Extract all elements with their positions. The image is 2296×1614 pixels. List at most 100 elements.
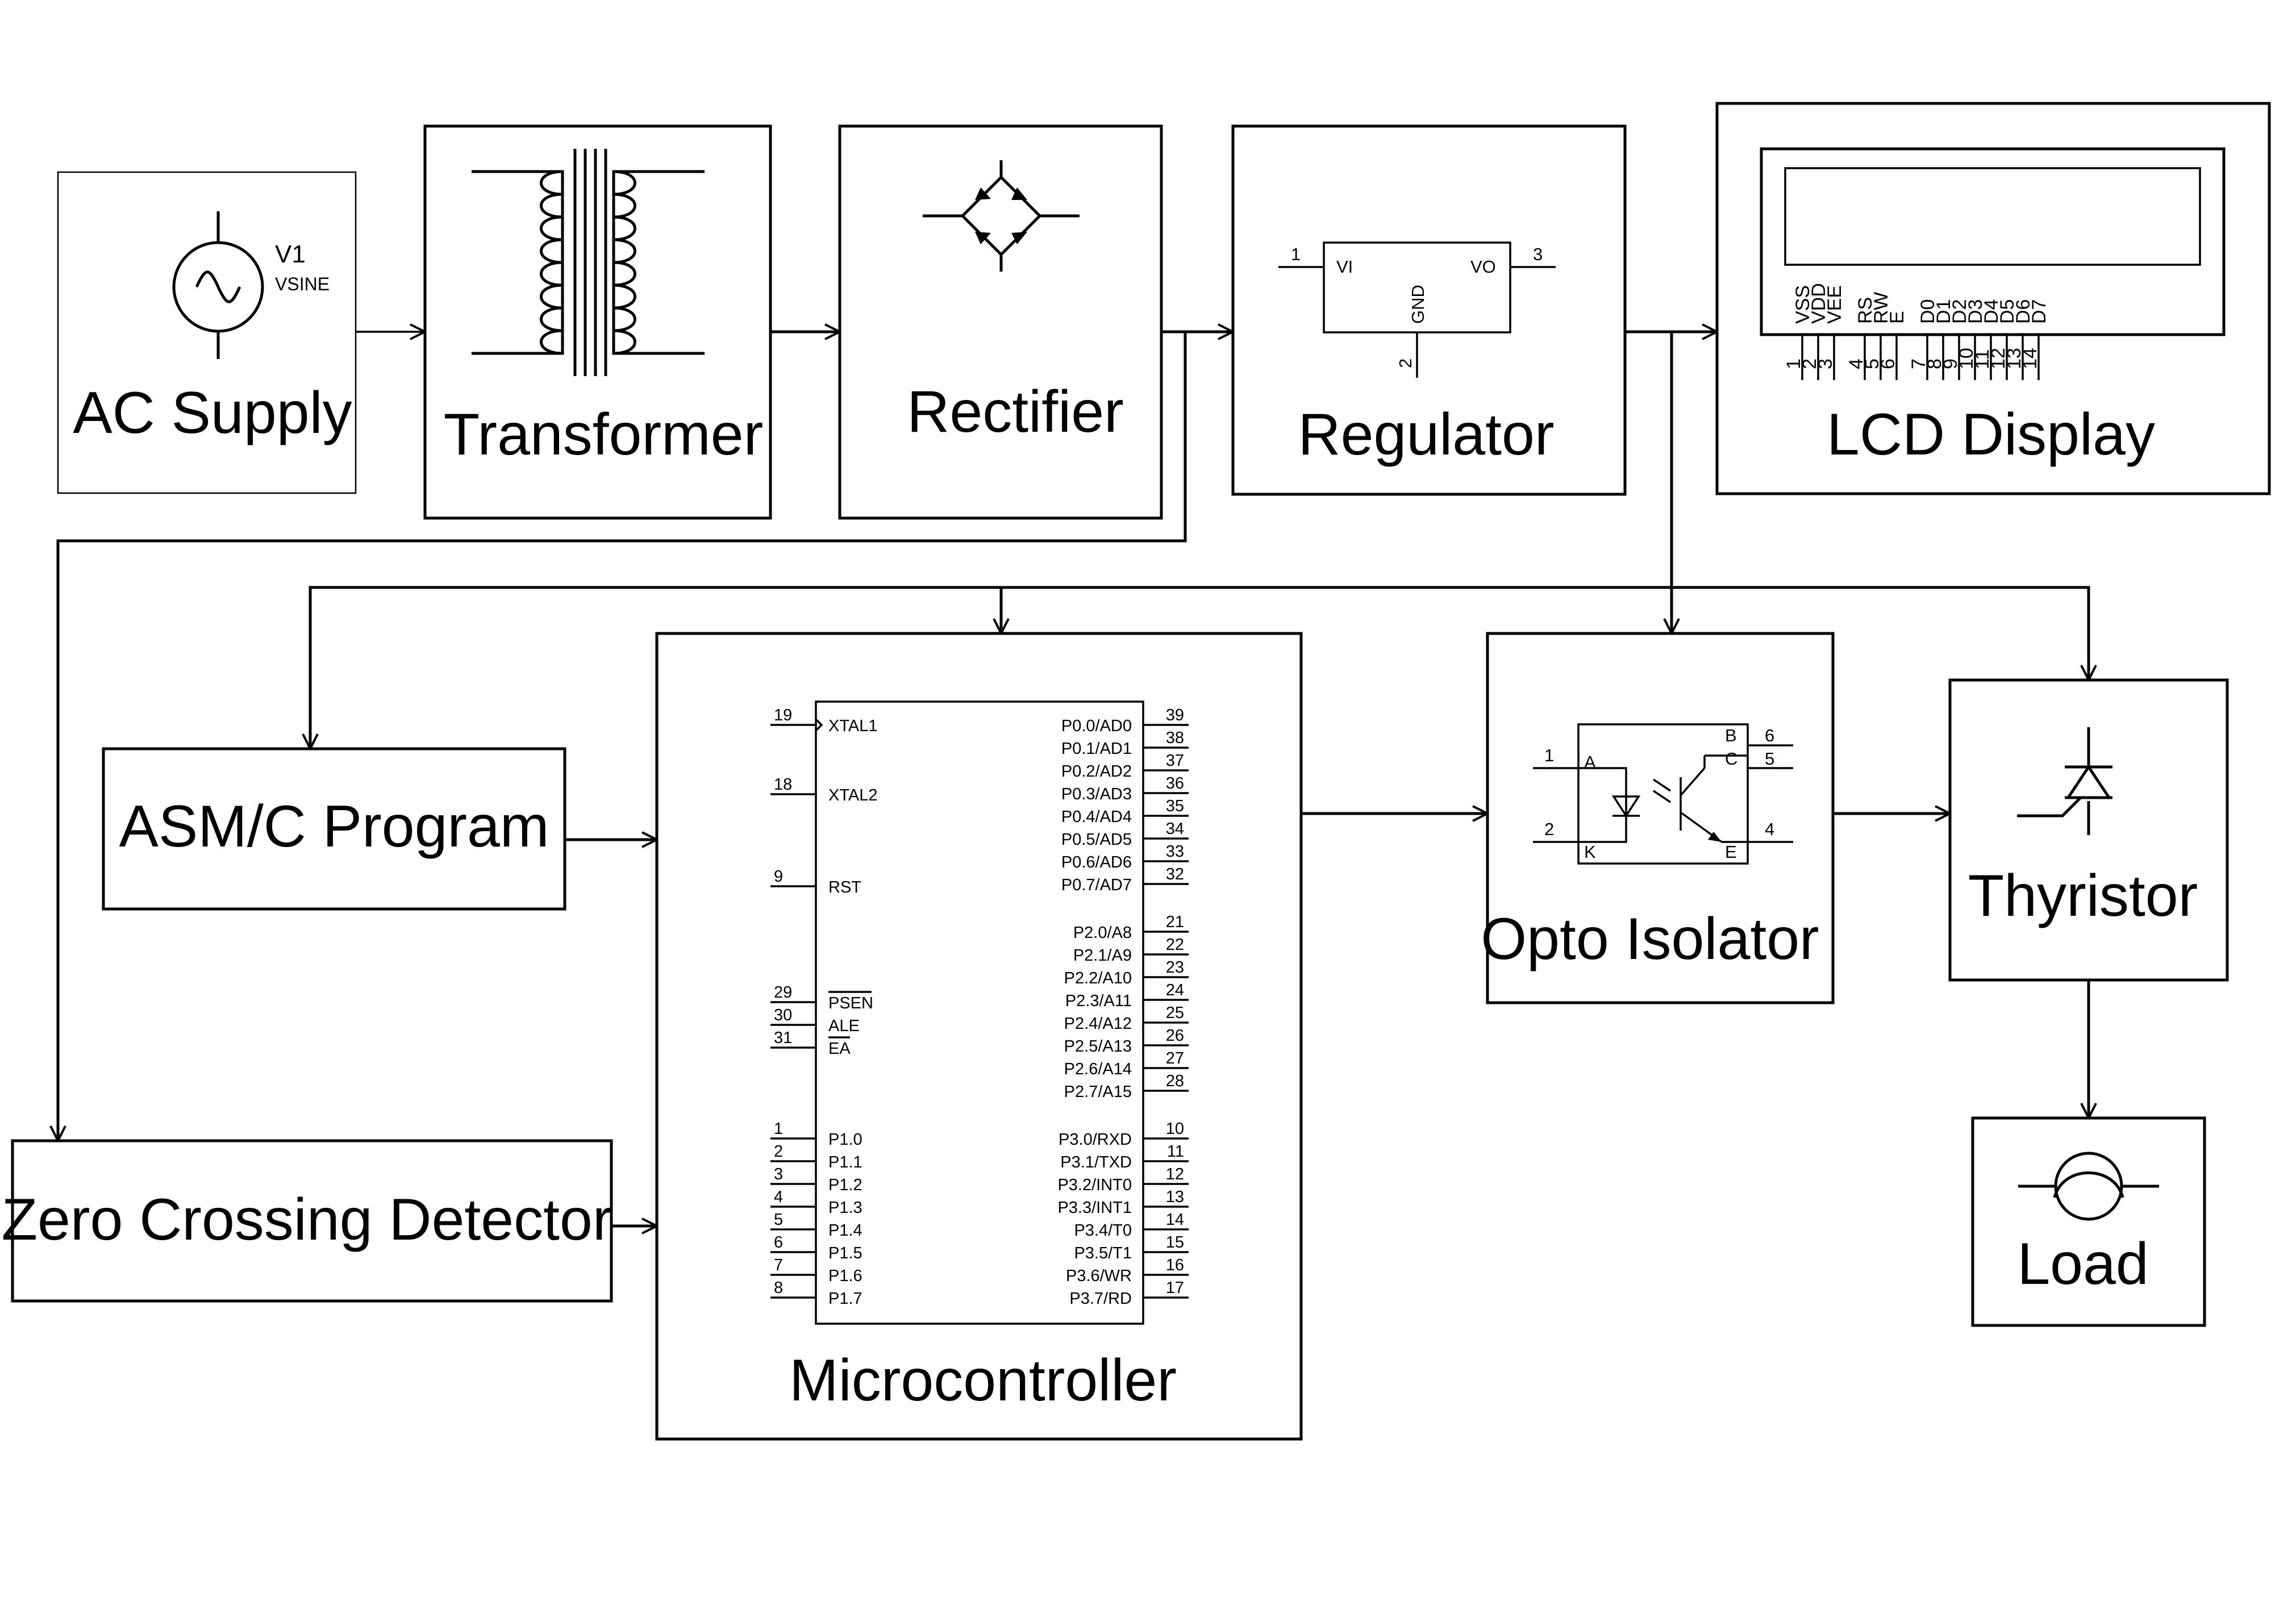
- mcu-left-pin-name: P1.3: [828, 1199, 862, 1217]
- lcd-pin-name: D5: [1997, 299, 2018, 324]
- mcu-left-pin-num: 29: [774, 983, 792, 1002]
- lamp-icon: [2018, 1152, 2159, 1221]
- lcd-pin-name: RS: [1855, 297, 1876, 324]
- lcd-pin-num: 3: [1815, 358, 1836, 369]
- lcd-pin-num: 2: [1799, 358, 1820, 369]
- load-label: Load: [2017, 1231, 2148, 1297]
- mcu-right-pin-num: 25: [1166, 1004, 1184, 1022]
- lcd-pin-num: 8: [1924, 358, 1945, 369]
- regulator-block: 1 VI 3 VO GND 2 Regulator: [1231, 124, 1627, 496]
- mcu-left-pin-num: 19: [774, 706, 792, 724]
- thyristor-block: Thyristor: [1948, 678, 2229, 982]
- mcu-right-pin-name: P3.1/TXD: [1060, 1153, 1132, 1171]
- mcu-right-pin-name: P2.1/A9: [1073, 946, 1132, 965]
- mcu-left-pin-num: 6: [774, 1233, 783, 1252]
- mcu-right-pin-name: P3.5/T1: [1074, 1244, 1132, 1262]
- mcu-right-pin-num: 36: [1166, 774, 1184, 793]
- load-block: Load: [1971, 1116, 2206, 1327]
- mcu-right-pin-num: 10: [1166, 1120, 1184, 1138]
- mcu-left-pin-num: 9: [774, 868, 783, 886]
- mcu-right-pin-num: 15: [1166, 1233, 1184, 1252]
- mcu-right-pin-name: P3.3/INT1: [1057, 1199, 1132, 1217]
- mcu-left-pin-num: 30: [774, 1006, 792, 1024]
- mcu-right-pin-name: P0.4/AD4: [1061, 808, 1132, 826]
- mcu-left-pin-num: 3: [774, 1165, 783, 1183]
- mcu-right-pin-name: P2.2/A10: [1064, 969, 1132, 987]
- mcu-right-pin-num: 24: [1166, 981, 1184, 999]
- lcd-pin-name: D6: [2012, 299, 2034, 324]
- mcu-right-pin-name: P0.7/AD7: [1061, 876, 1132, 894]
- lcd-label: LCD Display: [1827, 402, 2155, 468]
- mcu-left-pin-name: PSEN: [828, 994, 873, 1012]
- mcu-left-pin-name: RST: [828, 878, 861, 896]
- opto-isolator-label: Opto Isolator: [1481, 906, 1819, 972]
- mcu-left-pin-name: EA: [828, 1040, 851, 1058]
- mcu-right-pin-name: P2.4/A12: [1064, 1015, 1132, 1033]
- mcu-left-pin-name: XTAL1: [828, 717, 878, 735]
- ac-supply-label: AC Supply: [73, 380, 352, 446]
- lcd-pin-name: E: [1886, 311, 1908, 324]
- mcu-right-pin-num: 35: [1166, 797, 1184, 815]
- lcd-pin-name: D4: [1981, 299, 2002, 324]
- regulator-box: [1231, 124, 1627, 496]
- mcu-right-pin-name: P2.5/A13: [1064, 1037, 1132, 1056]
- mcu-right-pin-num: 16: [1166, 1256, 1184, 1274]
- microcontroller-box: [655, 632, 1303, 1441]
- mcu-right-pin-num: 38: [1166, 729, 1184, 747]
- zero-crossing-block: Zero Crossing Detector: [1, 1139, 613, 1303]
- connectors: [58, 332, 2089, 1226]
- asm-program-block: ASM/C Program: [102, 747, 566, 911]
- lcd-screen: [1784, 167, 2201, 266]
- mcu-right-pin-name: P3.2/INT0: [1057, 1176, 1132, 1194]
- lcd-pin-row: VSS1VDD2VEE3RS4RW5E6D07D18D29D310D411D51…: [1783, 283, 2050, 380]
- lcd-pin-name: VSS: [1792, 285, 1814, 324]
- lcd-pin-num: 11: [1972, 349, 1993, 369]
- lcd-pin-num: 1: [1783, 358, 1805, 369]
- opto-pin-b-name: B: [1725, 725, 1737, 745]
- zero-crossing-box: [11, 1139, 613, 1303]
- lcd-pin-num: 6: [1877, 358, 1899, 369]
- opto-pin-a-name: A: [1584, 752, 1596, 772]
- lcd-block: VSS1VDD2VEE3RS4RW5E6D07D18D29D310D411D51…: [1715, 102, 2271, 495]
- opto-pin-a-num: 1: [1544, 745, 1554, 765]
- mcu-right-pin-num: 28: [1166, 1072, 1184, 1090]
- transformer-label: Transformer: [444, 402, 763, 468]
- mcu-ic-body: [815, 700, 1144, 1325]
- opto-pin-k-num: 2: [1544, 819, 1554, 839]
- mcu-left-pin-name: P1.6: [828, 1267, 862, 1285]
- mcu-right-pin-num: 21: [1166, 913, 1184, 931]
- mcu-right-pin-name: P0.5/AD5: [1061, 831, 1132, 849]
- arrow-rectifier-to-zero-crossing: [58, 332, 1187, 1141]
- mcu-right-pin-num: 23: [1166, 958, 1184, 977]
- lcd-pin-name: D7: [2028, 299, 2050, 324]
- lcd-pin-num: 10: [1956, 348, 1977, 369]
- regulator-pin-out-name: VO: [1470, 257, 1496, 277]
- thyristor-label: Thyristor: [1968, 863, 2198, 929]
- lcd-pin-name: VEE: [1824, 285, 1845, 324]
- opto-internal-icon: [1533, 744, 1793, 843]
- mcu-left-pins: 19XTAL118XTAL29RST29PSEN30ALE31EA1P1.02P…: [770, 706, 878, 1308]
- opto-pin-e-name: E: [1725, 842, 1737, 862]
- mcu-right-pin-num: 26: [1166, 1027, 1184, 1045]
- mcu-left-pin-name: XTAL2: [828, 786, 878, 804]
- regulator-pin-in-name: VI: [1336, 257, 1353, 277]
- lcd-pin-num: 7: [1908, 358, 1930, 369]
- mcu-left-pin-num: 1: [774, 1120, 783, 1138]
- zero-crossing-label: Zero Crossing Detector: [1, 1187, 612, 1253]
- transformer-box: [423, 124, 772, 520]
- lcd-module: [1760, 147, 2226, 336]
- mcu-right-pin-num: 13: [1166, 1188, 1184, 1206]
- opto-pin-k-name: K: [1584, 842, 1596, 862]
- regulator-label: Regulator: [1298, 402, 1555, 468]
- mcu-left-pin-name: ALE: [828, 1017, 860, 1035]
- mcu-right-pin-num: 22: [1166, 936, 1184, 954]
- opto-pin-c-name: C: [1725, 749, 1737, 769]
- mcu-left-pin-name: P1.4: [828, 1221, 862, 1240]
- regulator-pin-in-num: 1: [1291, 244, 1301, 264]
- regulator-pin-gnd-name: GND: [1408, 285, 1428, 324]
- rectifier-label: Rectifier: [907, 379, 1123, 445]
- lcd-pin-num: 12: [1987, 348, 2009, 369]
- mcu-right-pin-name: P0.6/AD6: [1061, 853, 1132, 871]
- opto-pin-e-num: 4: [1765, 819, 1774, 839]
- mcu-right-pin-name: P3.6/WR: [1066, 1267, 1132, 1285]
